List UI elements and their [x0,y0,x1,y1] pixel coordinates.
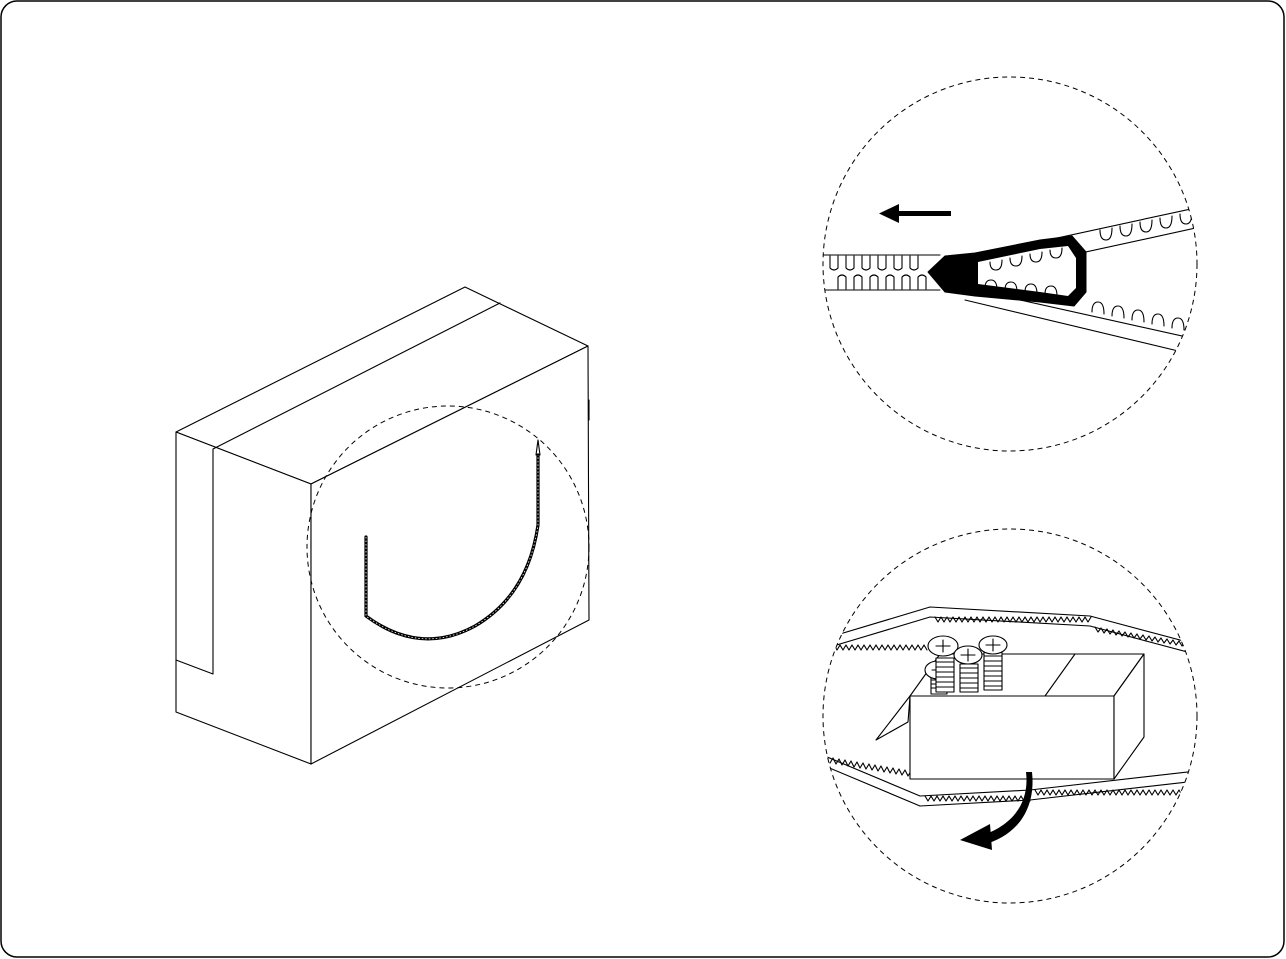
screw-icon [927,635,959,693]
curved-pull-arrow-icon [960,772,1033,850]
screw-icon [953,645,983,693]
screw-box-icon [875,635,1145,780]
closed-zipper-band [823,254,941,291]
zipper-pull-icon [927,235,1087,307]
zipper-detail-panel [822,76,1198,452]
zipper-band-lower [823,753,1197,807]
zipper-tear-strip-icon [364,439,541,641]
zipper-band-upper [823,606,1197,659]
detail-highlight-circle [306,405,590,689]
screw-icon [978,635,1008,691]
carton-box-icon [175,286,590,765]
pull-left-arrow-icon [879,204,951,223]
screws-detail-panel [822,528,1198,904]
